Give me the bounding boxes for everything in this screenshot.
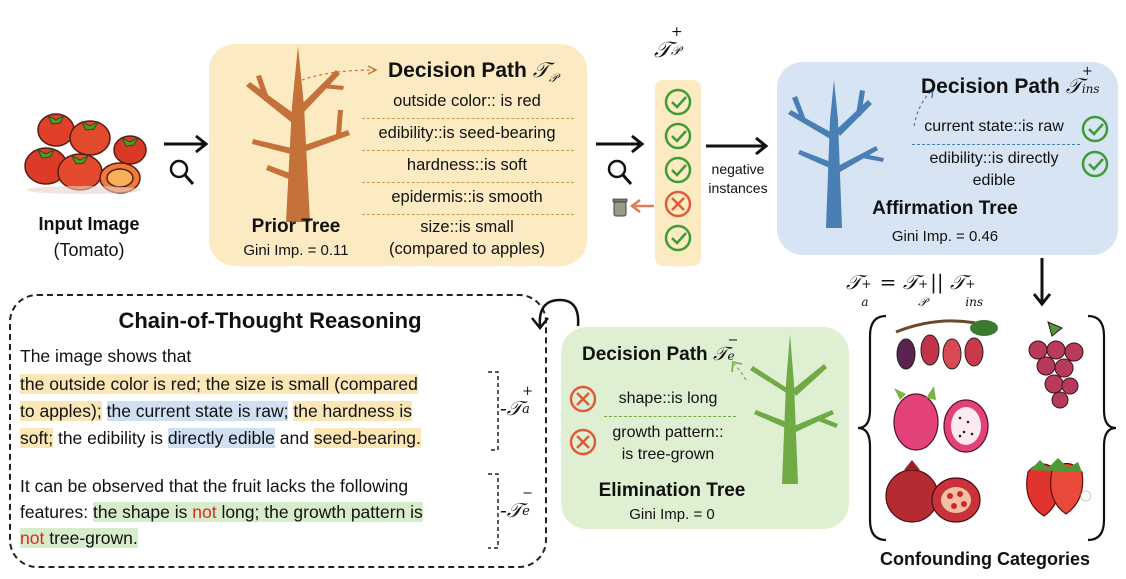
confounding-illustrations (857, 314, 1117, 542)
elimination-crosses (569, 385, 597, 456)
check-icon (664, 122, 692, 150)
elimination-separator (604, 416, 736, 417)
cross-icon (569, 385, 597, 413)
check-icon (1081, 115, 1109, 143)
elimination-attr-1: shape::is long (618, 390, 718, 407)
elimination-tree-gini: Gini Imp. = 0 (629, 506, 715, 523)
cot-title: Chain-of-Thought Reasoning (118, 308, 422, 333)
prior-tree-panel (209, 44, 587, 266)
prior-tree-name: Prior Tree (251, 216, 341, 237)
check-icon (664, 88, 692, 116)
affirmation-pointer (913, 87, 934, 127)
arrow-to-filter (596, 134, 645, 154)
cot-line-1: the outside color is red; the size is sm… (20, 374, 418, 394)
prior-tree-icon (246, 46, 350, 222)
negative-label: -𝒯−e (500, 486, 533, 522)
prior-path-title: Decision Path 𝒯𝒫 (388, 58, 558, 86)
prior-attr-2: edibility::is seed-bearing (378, 124, 556, 142)
input-image-subtitle: (Tomato) (53, 240, 125, 260)
grapes-icon (1028, 321, 1084, 409)
cot-intro: The image shows that (20, 346, 192, 366)
prior-tree-pointer (301, 65, 378, 81)
affirmation-attr-1: current state::is raw (924, 118, 1064, 135)
check-icon (1081, 150, 1109, 178)
affirmation-separator (912, 144, 1080, 145)
prior-attr-1: outside color:: is red (393, 92, 541, 110)
prior-attr-3: hardness::is soft (406, 156, 528, 174)
prior-separator (362, 150, 574, 151)
cot-neg-line-2: features: the shape is not long; the gro… (20, 502, 423, 522)
affirmation-tree-icon (788, 80, 884, 228)
discard-arrow (612, 198, 654, 217)
cot-panel (9, 294, 547, 568)
elimination-tree-icon (750, 334, 838, 484)
affirmation-attr-3: edible (972, 172, 1016, 189)
dragon-fruit-icon (893, 386, 989, 453)
cot-neg-line-3: not tree-grown. (20, 528, 138, 548)
elimination-tree-name: Elimination Tree (598, 480, 746, 501)
arrow-to-prior-tree (164, 134, 209, 154)
affirmation-attr-2: edibility::is directly (929, 150, 1059, 167)
prior-separator (362, 182, 574, 183)
elimination-path-title: Decision Path 𝒯−e (582, 333, 739, 365)
arrow-to-confounding (1032, 258, 1052, 307)
elimination-attr-3: is tree-grown (621, 446, 715, 463)
right-brace (1087, 314, 1117, 542)
pomegranate-icon (885, 460, 981, 523)
input-image-title: Input Image (38, 214, 140, 234)
affirmation-checks (1081, 115, 1109, 178)
elimination-pointer (731, 361, 747, 381)
prior-attr-4: epidermis::is smooth (391, 188, 543, 206)
filter-label: 𝒯+𝒫 (654, 24, 683, 63)
cross-icon (664, 190, 692, 218)
cot-neg-intro: It can be observed that the fruit lacks … (20, 476, 409, 496)
magnifier-icon (169, 159, 195, 185)
cross-icon (569, 428, 597, 456)
cot-loop-arrow (531, 298, 580, 331)
strawberry-icon (1026, 458, 1092, 517)
elimination-attr-2: growth pattern:: (612, 424, 724, 441)
trash-icon (612, 198, 628, 217)
affirmation-path-title: Decision Path 𝒯+ins (921, 64, 1100, 98)
filter-checks (664, 88, 692, 252)
check-icon (664, 224, 692, 252)
affirmation-tree-gini: Gini Imp. = 0.46 (891, 228, 999, 245)
positive-label: -𝒯+a (500, 384, 533, 420)
prior-tree-gini: Gini Imp. = 0.11 (243, 242, 349, 259)
tomato-illustration (24, 113, 147, 194)
mulberry-icon (895, 319, 998, 370)
prior-separator (362, 118, 574, 119)
check-icon (664, 156, 692, 184)
positive-bracket (488, 371, 499, 451)
prior-attr-5: size::is small (420, 218, 514, 236)
magnifier-icon (607, 159, 633, 185)
cot-line-2: to apples); the current state is raw; th… (20, 401, 413, 421)
prior-separator (362, 214, 574, 215)
arrow-to-affirmation (706, 136, 769, 156)
confounding-title: Confounding Categories (880, 549, 1090, 569)
cot-line-3: soft; the edibility is directly edible a… (20, 428, 421, 448)
left-brace (857, 314, 887, 542)
affirmation-tree-name: Affirmation Tree (872, 198, 1018, 219)
prior-attr-6: (compared to apples) (389, 240, 545, 258)
merge-formula: 𝒯+a = 𝒯+𝒫|| 𝒯+ins (846, 270, 984, 309)
